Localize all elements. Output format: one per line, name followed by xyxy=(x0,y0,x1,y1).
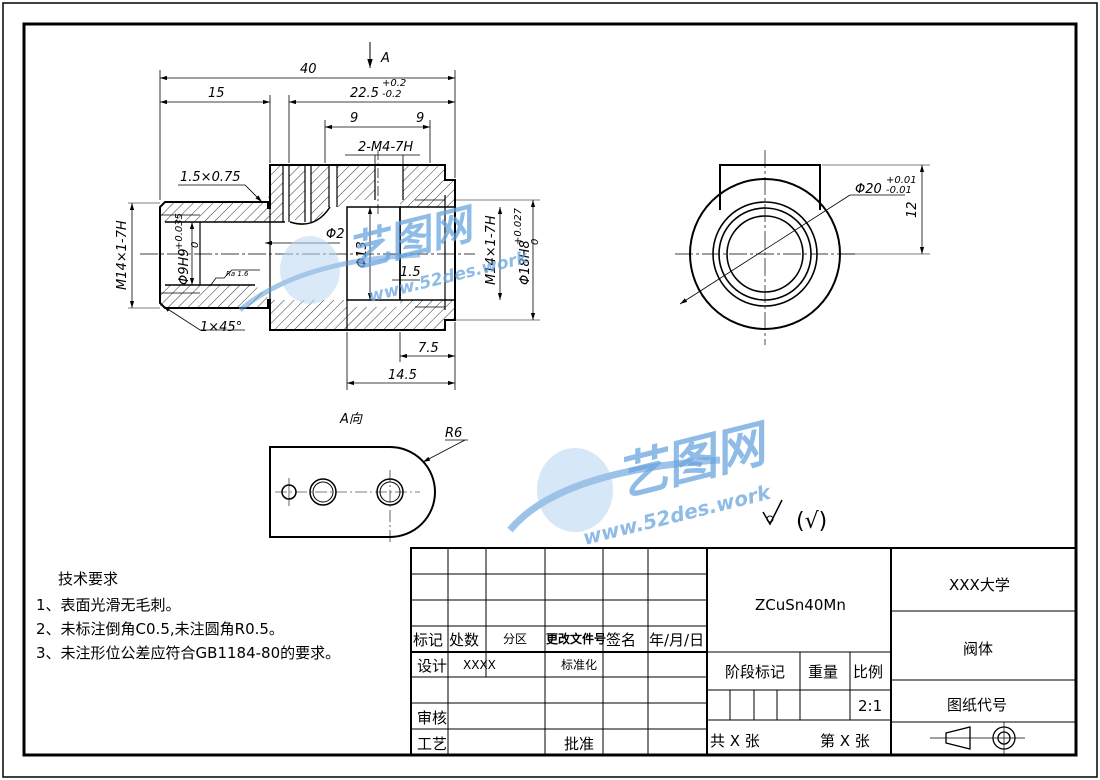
requirement-3: 3、未注形位公差应符合GB1184-80的要求。 xyxy=(36,644,340,662)
dim-thread-holes: 2-M4-7H xyxy=(358,140,413,155)
dim-m14-left: M14×1-7H xyxy=(115,220,130,290)
tb-process: 工艺 xyxy=(417,735,447,753)
dim-phi2: Φ2 xyxy=(326,227,345,242)
dim-9-b: 9 xyxy=(416,111,424,126)
dim-phi18-tol-dn: 0 xyxy=(530,239,541,245)
tb-school: XXX大学 xyxy=(949,576,1010,594)
dim-bore9-tol-up: +0.035 xyxy=(174,213,185,250)
dim-r6: R6 xyxy=(445,426,462,441)
tb-material: ZCuSn40Mn xyxy=(755,596,846,614)
dim-phi20-tol-dn: -0.01 xyxy=(886,185,912,196)
dim-bore9: Φ9H9 xyxy=(177,248,192,285)
dim-7-5: 7.5 xyxy=(418,341,439,356)
front-section-view xyxy=(128,42,540,390)
tb-part-name: 阀体 xyxy=(963,640,993,658)
tb-total-sheets: 共 X 张 xyxy=(710,732,760,750)
tb-signature: 签名 xyxy=(606,631,636,649)
dim-1-5: 1.5 xyxy=(400,265,421,280)
roughness-note: (√) xyxy=(796,509,827,534)
dim-22-5: 22.5 xyxy=(350,86,379,101)
view-a-label: A向 xyxy=(339,412,363,427)
dim-22-5-tol-up: +0.2 xyxy=(382,78,406,89)
dim-15: 15 xyxy=(208,86,225,101)
dim-chamfer-thread: 1.5×0.75 xyxy=(180,170,241,185)
tb-stage-mark: 阶段标记 xyxy=(725,663,785,681)
watermark-logo-1 xyxy=(238,236,421,312)
dim-phi20: Φ20 xyxy=(855,182,882,197)
view-arrow-a: A xyxy=(380,51,390,66)
tb-scale-label: 比例 xyxy=(853,663,883,681)
tb-designer: XXXX xyxy=(463,658,496,672)
tb-review: 审核 xyxy=(417,709,447,727)
dim-m14-right: M14×1-7H xyxy=(484,215,499,285)
tb-standard: 标准化 xyxy=(561,658,597,672)
tb-weight: 重量 xyxy=(808,663,838,681)
title-block xyxy=(410,547,1077,756)
requirements-title: 技术要求 xyxy=(58,570,118,588)
requirement-2: 2、未标注倒角C0.5,未注圆角R0.5。 xyxy=(36,620,284,638)
tb-scale: 2:1 xyxy=(858,697,882,715)
tb-sheet-no: 第 X 张 xyxy=(820,732,870,750)
tb-count: 处数 xyxy=(449,631,479,649)
tb-zone: 分区 xyxy=(503,632,527,646)
dim-phi18-tol-up: +0.027 xyxy=(513,207,524,245)
tb-design: 设计 xyxy=(417,657,447,675)
roughness-symbol xyxy=(762,499,783,526)
dim-14-5: 14.5 xyxy=(388,368,417,383)
tb-approve: 批准 xyxy=(564,735,594,753)
tb-drawing-no: 图纸代号 xyxy=(947,696,1007,714)
tb-mark: 标记 xyxy=(413,631,443,649)
dim-9-a: 9 xyxy=(350,111,358,126)
side-view xyxy=(675,150,930,345)
dim-phi20-tol-up: +0.01 xyxy=(886,175,917,186)
dim-chamfer45: 1×45° xyxy=(200,320,242,335)
dim-phi18: Φ18H8 xyxy=(518,240,533,285)
dim-40: 40 xyxy=(300,62,317,77)
tb-date: 年/月/日 xyxy=(649,631,704,649)
tb-change-doc: 更改文件号 xyxy=(546,631,606,646)
view-a xyxy=(269,439,468,545)
dim-bore9-tol-dn: 0 xyxy=(190,242,201,248)
requirement-1: 1、表面光滑无毛刺。 xyxy=(36,596,181,614)
watermark-logo-2 xyxy=(507,448,721,533)
dim-12: 12 xyxy=(905,201,920,218)
projection-symbol xyxy=(930,722,1025,754)
ra-label: Ra 1.6 xyxy=(226,270,249,278)
dim-22-5-tol-dn: -0.2 xyxy=(382,89,402,100)
